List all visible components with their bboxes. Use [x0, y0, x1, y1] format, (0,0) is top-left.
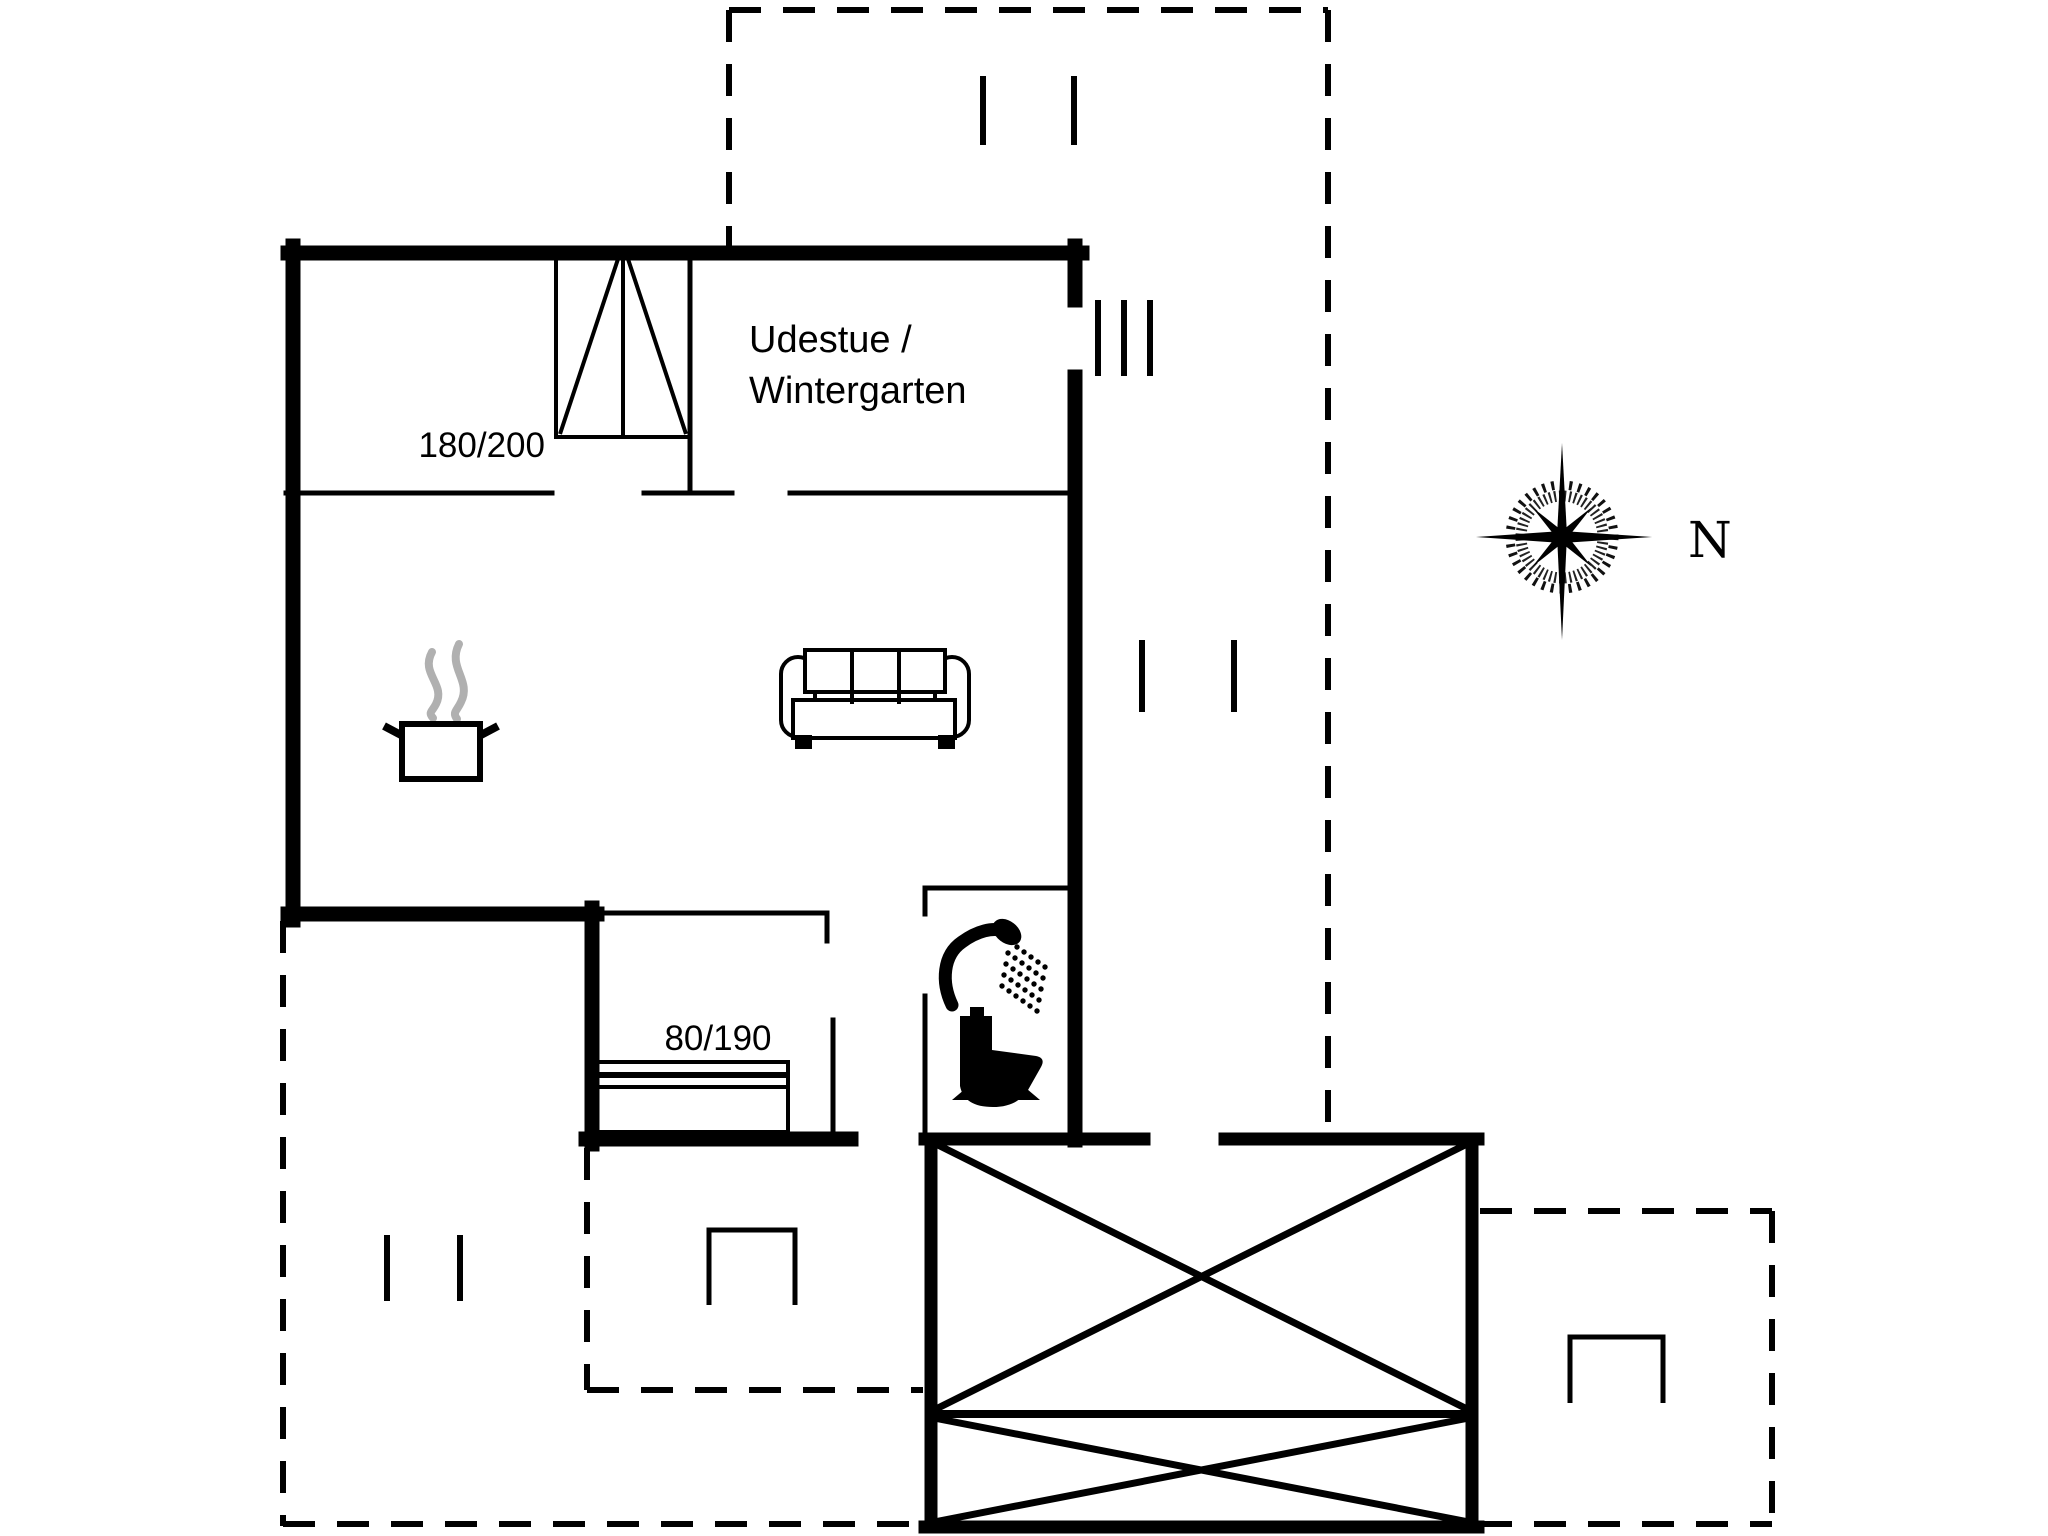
spray-dot [1027, 1003, 1033, 1009]
shower-icon [938, 918, 1048, 1014]
window-marks [384, 76, 1237, 1301]
compass-needle-horizontal [1476, 531, 1652, 543]
sofa-base [791, 698, 957, 740]
spray-dot [1035, 959, 1041, 965]
pot-body [399, 721, 483, 782]
spray-dot [1020, 998, 1026, 1004]
room-label-winter-garden-line2: Wintergarten [749, 370, 967, 412]
spray-dot [1040, 975, 1046, 981]
spray-dot [1001, 972, 1007, 978]
sofa-back-cushions [803, 648, 947, 694]
grill-marker-icon [1567, 1334, 1666, 1403]
spray-dot [1007, 939, 1013, 945]
cross-diagonal [933, 1414, 1470, 1526]
spray-dot [1026, 965, 1032, 971]
spray-dot [1042, 964, 1048, 970]
wardrobe-diagonal [624, 252, 688, 435]
spray-dot [1031, 981, 1037, 987]
steam-wisp [450, 640, 468, 723]
spray-dot [1038, 986, 1044, 992]
spray-dot [1019, 960, 1025, 966]
shower-spray-dots [999, 939, 1048, 1014]
spray-dot [1036, 997, 1042, 1003]
sofa-foot [938, 735, 955, 749]
shower-arm [938, 922, 1011, 1012]
toilet-bowl [960, 1016, 1043, 1107]
carport-cross-marks [932, 1139, 1471, 1526]
spray-dot [1028, 954, 1034, 960]
spray-dot [1006, 988, 1012, 994]
spray-dot [1003, 961, 1009, 967]
pot-handle-left [382, 722, 403, 739]
spray-dot [1029, 992, 1035, 998]
spray-dot [1021, 949, 1027, 955]
spray-dot [1033, 970, 1039, 976]
spray-dot [1022, 987, 1028, 993]
bed-size-label-double: 180/200 [418, 426, 545, 465]
spray-dot [1014, 944, 1020, 950]
wardrobe-icon [554, 248, 692, 439]
toilet-base [952, 1089, 1040, 1100]
spray-dot [1013, 993, 1019, 999]
cooking-pot-icon [382, 640, 500, 782]
bed-size-label-single: 80/190 [664, 1019, 771, 1058]
spray-dot [1034, 1008, 1040, 1014]
shower-head [992, 918, 1022, 946]
single-bed-icon [590, 1060, 790, 1134]
spray-dot [1005, 950, 1011, 956]
room-label-winter-garden-line1: Udestue / [749, 319, 912, 361]
compass-main-points [1476, 443, 1652, 640]
toilet-tank-cap [970, 1007, 984, 1016]
sofa-foot [795, 735, 812, 749]
grill-marker-icon [706, 1227, 798, 1305]
carport-annex [918, 1132, 1485, 1534]
spray-dot [1024, 976, 1030, 982]
cross-diagonal [932, 1139, 1471, 1414]
compass-rose-icon: N [1476, 443, 1732, 640]
pot-handle-right [479, 722, 500, 739]
terrace-dashed-outlines [280, 7, 1775, 1527]
spray-dot [1017, 971, 1023, 977]
steam-wisp [424, 648, 443, 722]
bed-outline [590, 1060, 790, 1134]
spray-dot [1010, 966, 1016, 972]
spray-dot [1012, 955, 1018, 961]
compass-north-label: N [1688, 511, 1732, 569]
spray-dot [1008, 977, 1014, 983]
wardrobe-diagonal [558, 252, 622, 435]
sofa-icon [779, 648, 971, 749]
spray-dot [1015, 982, 1021, 988]
spray-dot [999, 983, 1005, 989]
toilet-icon [952, 1007, 1043, 1107]
